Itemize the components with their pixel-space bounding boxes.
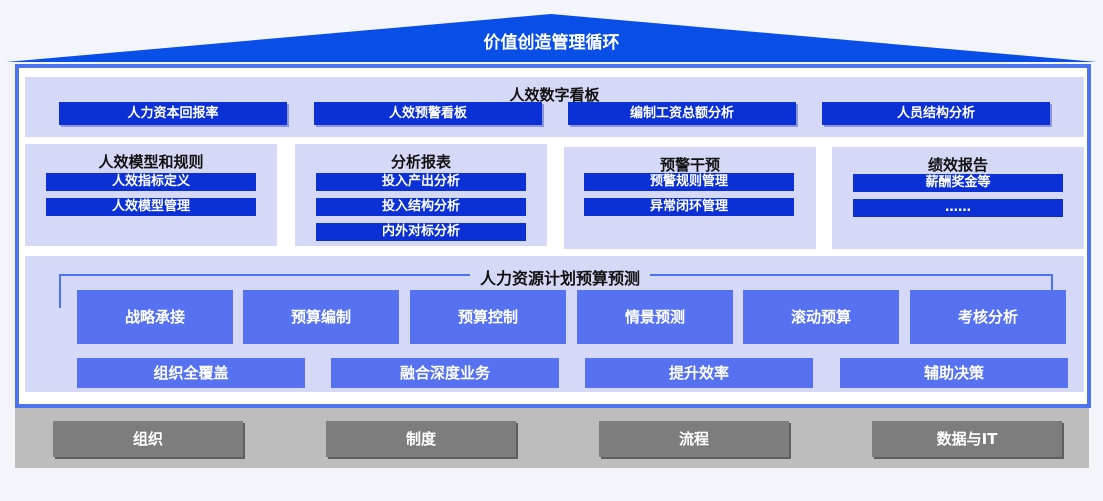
foundation-policy[interactable]: 制度 — [326, 421, 516, 457]
planning-panel: 人力资源计划预算预测 战略承接 预算编制 预算控制 情景预测 滚动预算 考核分析… — [25, 256, 1084, 392]
module-title: 预警干预 — [659, 156, 720, 174]
module-title: 分析报表 — [390, 153, 451, 171]
dashboard-item-roi[interactable]: 人力资本回报率 — [59, 102, 287, 125]
roof-banner — [6, 14, 1097, 62]
step-strategy[interactable]: 战略承接 — [77, 290, 233, 344]
module-panel-performance: 绩效报告 薪酬奖金等 …… — [832, 147, 1084, 249]
module-panel-warning: 预警干预 预警规则管理 异常闭环管理 — [564, 147, 816, 249]
goal-decision-support[interactable]: 辅助决策 — [840, 358, 1068, 388]
module-title: 绩效报告 — [927, 156, 988, 174]
module-item-input-structure-analysis[interactable]: 投入结构分析 — [316, 198, 526, 216]
foundation-bar: 组织 制度 流程 数据与IT — [15, 408, 1089, 468]
foundation-process[interactable]: 流程 — [599, 421, 789, 457]
module-item-benchmark-analysis[interactable]: 内外对标分析 — [316, 223, 526, 241]
planning-title: 人力资源计划预算预测 — [470, 269, 651, 289]
module-item-compensation[interactable]: 薪酬奖金等 — [853, 174, 1063, 192]
dashboard-item-staff-structure[interactable]: 人员结构分析 — [822, 102, 1050, 125]
goal-efficiency[interactable]: 提升效率 — [585, 358, 813, 388]
module-item-model-management[interactable]: 人效模型管理 — [46, 198, 256, 216]
step-assessment[interactable]: 考核分析 — [910, 290, 1066, 344]
goal-business-integration[interactable]: 融合深度业务 — [331, 358, 559, 388]
foundation-data-it[interactable]: 数据与IT — [872, 421, 1062, 457]
goal-full-coverage[interactable]: 组织全覆盖 — [77, 358, 305, 388]
step-budgeting[interactable]: 预算编制 — [243, 290, 399, 344]
module-panel-reports: 分析报表 投入产出分析 投入结构分析 内外对标分析 — [295, 144, 547, 246]
module-panel-model-rules: 人效模型和规则 人效指标定义 人效模型管理 — [25, 144, 277, 246]
module-title: 人效模型和规则 — [98, 153, 204, 171]
page-title: 价值创造管理循环 — [483, 33, 620, 53]
module-item-warning-rules[interactable]: 预警规则管理 — [584, 173, 794, 191]
step-scenario-forecast[interactable]: 情景预测 — [577, 290, 733, 344]
module-item-exception-loop[interactable]: 异常闭环管理 — [584, 198, 794, 216]
step-budget-control[interactable]: 预算控制 — [410, 290, 566, 344]
dashboard-item-payroll-analysis[interactable]: 编制工资总额分析 — [568, 102, 796, 125]
dashboard-title: 人效数字看板 — [509, 86, 600, 104]
module-item-input-output-analysis[interactable]: 投入产出分析 — [316, 173, 526, 191]
step-rolling-budget[interactable]: 滚动预算 — [743, 290, 899, 344]
module-item-indicator-definition[interactable]: 人效指标定义 — [46, 173, 256, 191]
foundation-organization[interactable]: 组织 — [53, 421, 243, 457]
dashboard-item-warning-board[interactable]: 人效预警看板 — [314, 102, 542, 125]
dashboard-panel: 人效数字看板 人力资本回报率 人效预警看板 编制工资总额分析 人员结构分析 — [25, 77, 1084, 137]
module-item-more[interactable]: …… — [853, 199, 1063, 217]
